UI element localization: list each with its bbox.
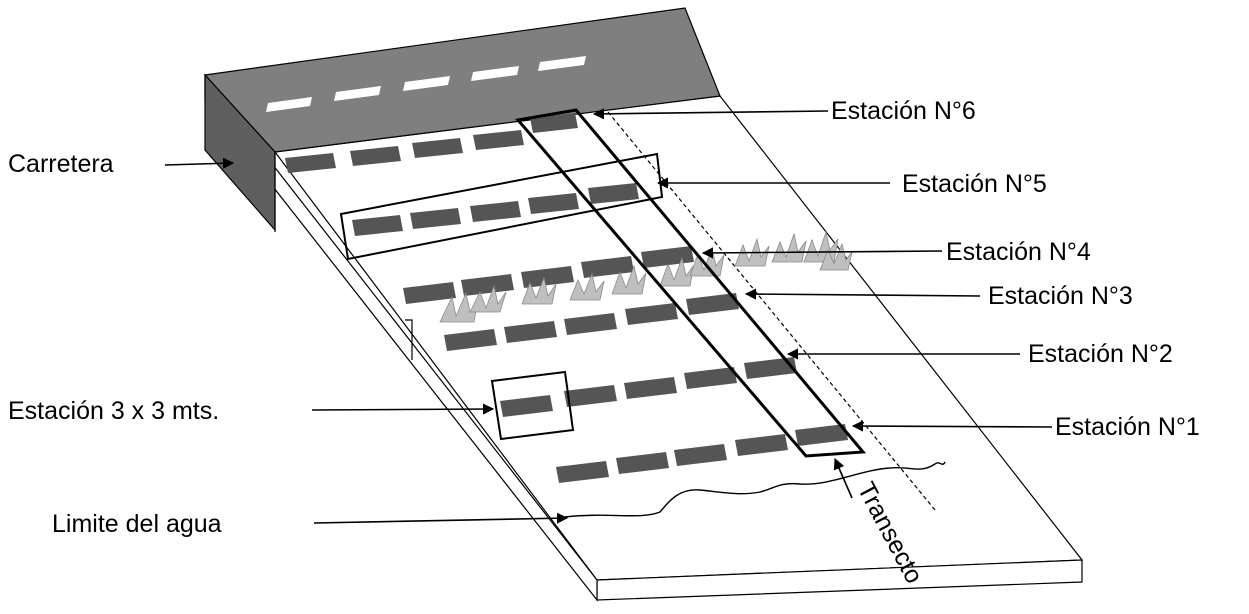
plot <box>556 461 609 483</box>
station-5-box <box>339 152 664 261</box>
plant-icon <box>771 232 807 263</box>
plot <box>564 313 617 335</box>
station-size-arrow <box>311 403 495 415</box>
plot <box>686 293 739 315</box>
vegetation <box>439 230 853 323</box>
plot <box>410 208 461 229</box>
plot <box>616 452 669 474</box>
label-station-6: Estación N°6 <box>831 97 976 125</box>
plot <box>625 303 678 325</box>
callout-arrows <box>164 108 1053 524</box>
plot <box>528 193 579 214</box>
plot <box>461 274 514 296</box>
plant-icon <box>521 276 557 305</box>
plot <box>564 385 617 407</box>
plot <box>588 183 639 204</box>
plot <box>581 256 634 278</box>
plot <box>795 424 848 446</box>
plant-icon <box>439 291 479 323</box>
label-station-3: Estación N°3 <box>988 282 1133 310</box>
label-station-2: Estación N°2 <box>1028 340 1173 368</box>
label-station-1: Estación N°1 <box>1055 413 1200 441</box>
plot <box>470 201 521 222</box>
label-station-5: Estación N°5 <box>902 170 1047 198</box>
plot <box>735 434 788 456</box>
transect-box <box>515 108 867 458</box>
plant-icon <box>569 272 605 301</box>
terrace-step <box>405 319 413 360</box>
label-water-limit: Limite del agua <box>52 510 222 538</box>
plot <box>285 153 336 173</box>
carretera-arrow <box>164 157 235 169</box>
station-1-arrow <box>851 420 1053 432</box>
plot <box>352 215 403 236</box>
station-3-arrow <box>744 288 981 300</box>
plot <box>500 395 553 417</box>
plot <box>744 357 797 379</box>
water-limit-line <box>564 461 946 518</box>
plot <box>530 113 578 133</box>
plant-icon <box>659 256 695 287</box>
plot <box>444 329 497 351</box>
water-limit-arrow <box>313 512 569 524</box>
label-carretera: Carretera <box>8 150 114 178</box>
plot <box>684 367 737 389</box>
station-4-arrow <box>701 247 943 259</box>
label-station-4: Estación N°4 <box>946 238 1091 266</box>
plot <box>473 130 524 150</box>
plot-grid <box>285 113 848 483</box>
station-6-arrow <box>592 108 829 120</box>
plant-icon <box>611 264 647 295</box>
plot <box>521 266 574 288</box>
plot <box>350 146 401 166</box>
plot <box>624 377 677 399</box>
label-station-size: Estación 3 x 3 mts. <box>8 397 219 425</box>
station-size-box <box>490 370 575 441</box>
plant-icon <box>469 284 507 313</box>
plant-icon <box>734 237 770 267</box>
road-lane-markings <box>266 56 586 112</box>
plot <box>504 321 557 343</box>
plot <box>403 282 456 304</box>
transect-arrow <box>833 457 853 499</box>
plot <box>412 138 463 158</box>
plot <box>674 444 727 466</box>
